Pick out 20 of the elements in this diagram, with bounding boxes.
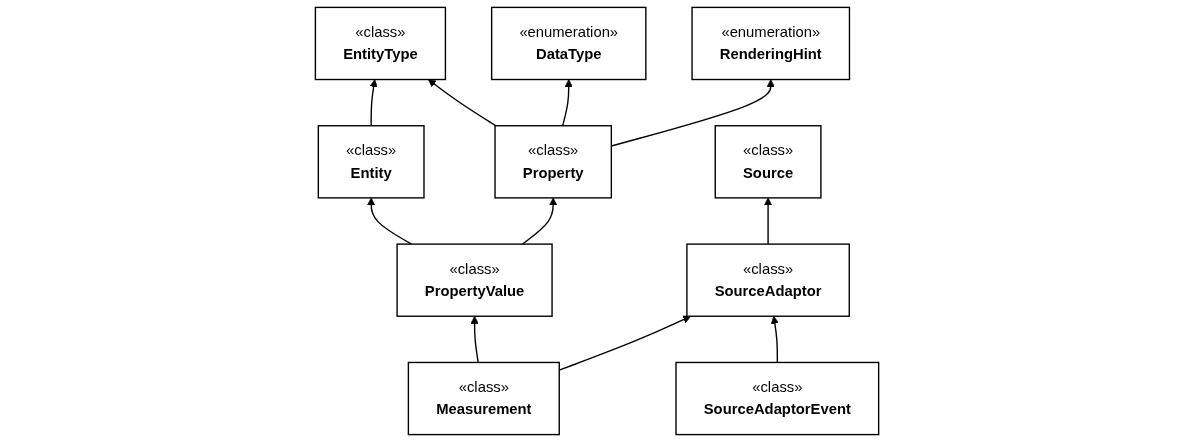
arrow bbox=[370, 79, 379, 127]
arrow bbox=[562, 79, 574, 127]
arrow bbox=[764, 197, 773, 245]
node-box: «class» SourceAdaptor bbox=[686, 243, 851, 317]
arrow bbox=[428, 79, 497, 127]
arrow bbox=[471, 315, 480, 364]
arrow bbox=[559, 315, 692, 371]
node-box: «class» EntityType bbox=[315, 6, 447, 81]
arrow bbox=[611, 79, 776, 147]
node-box: «enumeration» DataType bbox=[491, 6, 647, 81]
arrow bbox=[367, 197, 413, 245]
node-box: «class» Measurement bbox=[408, 361, 561, 436]
arrow bbox=[522, 197, 558, 245]
node-box: «class» SourceAdaptorEvent bbox=[675, 361, 880, 436]
node-box: «class» Source bbox=[715, 125, 823, 199]
node-box: «class» PropertyValue bbox=[396, 243, 554, 317]
node-box: «class» Property bbox=[494, 125, 613, 199]
node-box: «class» Entity bbox=[318, 125, 426, 199]
node-box: «enumeration» RenderingHint bbox=[691, 6, 851, 81]
arrow bbox=[771, 315, 780, 364]
